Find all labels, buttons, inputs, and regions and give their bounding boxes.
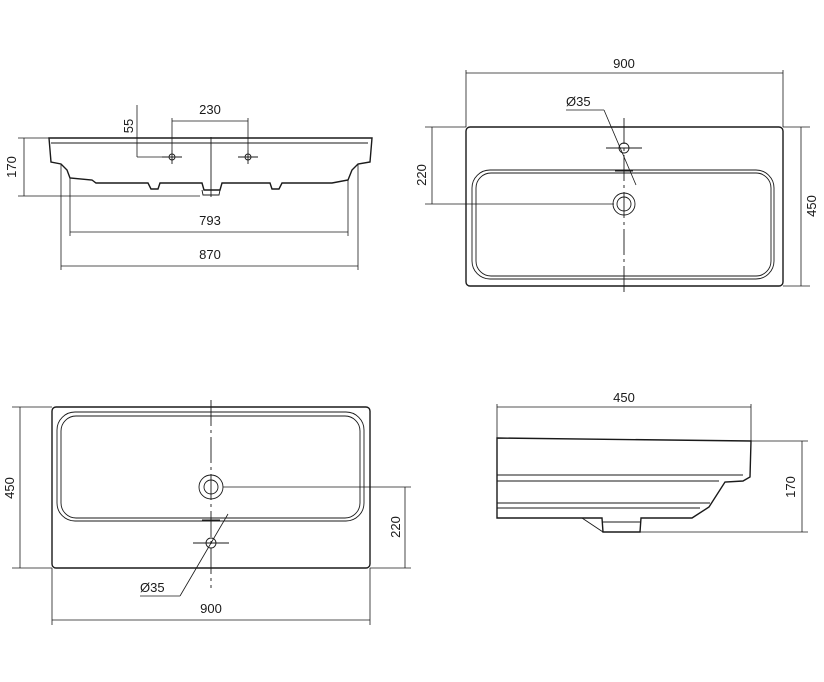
dim-lower-hole-offset: 220 (388, 516, 403, 538)
dim-tap-hole-offset: 55 (121, 119, 136, 133)
dim-upper-width: 900 (613, 56, 635, 71)
top-view-upper-outline (465, 126, 784, 287)
dim-tap-hole-spacing: 230 (199, 102, 221, 117)
dim-side-depth: 450 (613, 390, 635, 405)
dim-upper-depth: 450 (804, 195, 819, 217)
dim-lower-hole-diameter: Ø35 (140, 580, 165, 595)
dim-side-height: 170 (783, 476, 798, 498)
dim-upper-hole-offset: 220 (414, 164, 429, 186)
dim-overall-width: 870 (199, 247, 221, 262)
side-view: 450 170 (496, 390, 808, 533)
dim-lower-depth: 450 (2, 477, 17, 499)
side-view-outline (496, 437, 752, 533)
dim-lower-width: 900 (200, 601, 222, 616)
top-view-lower: 450 220 Ø35 900 (2, 400, 411, 625)
dim-front-height: 170 (4, 156, 19, 178)
front-view-outline (48, 137, 373, 191)
top-view-upper: 900 Ø35 220 450 (414, 56, 819, 292)
front-view: 55 230 170 793 870 (4, 102, 373, 270)
dim-inner-width: 793 (199, 213, 221, 228)
dim-upper-hole-diameter: Ø35 (566, 94, 591, 109)
